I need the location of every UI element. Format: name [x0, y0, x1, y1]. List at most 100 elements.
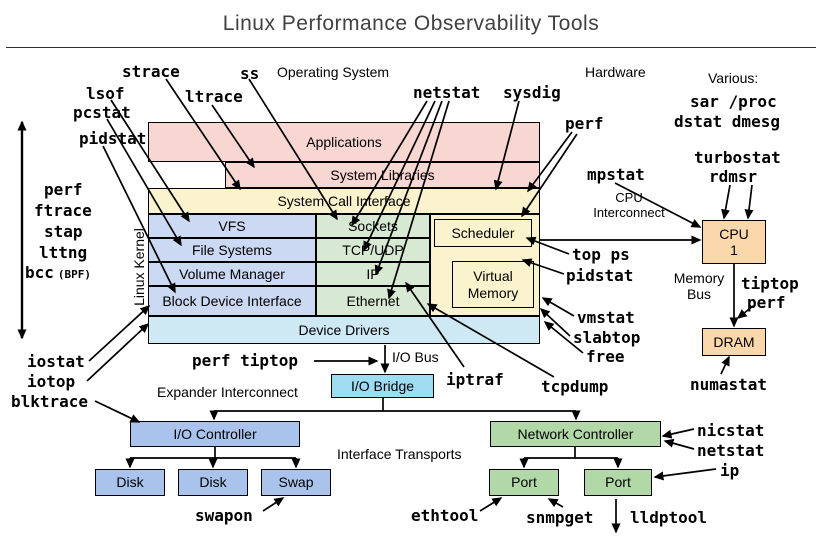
- tool-stap: stap: [44, 222, 83, 241]
- device-drivers-box: Device Drivers: [148, 316, 540, 344]
- tool-pidstat-top: pidstat: [79, 129, 147, 148]
- tool-ethtool: ethtool: [411, 506, 479, 525]
- cpu-interconnect-label: CPU Interconnect: [569, 190, 689, 220]
- virtual-memory-label-line1: Virtual: [473, 268, 513, 285]
- tool-perf-tiptop: perf tiptop: [192, 351, 298, 370]
- arrow-turbostat-cpu: [744, 184, 754, 220]
- arrow-ethtool: [479, 497, 503, 512]
- vfs-box: VFS: [148, 214, 316, 238]
- tool-blktrace: blktrace: [11, 392, 89, 411]
- cpu-box: CPU 1: [702, 220, 766, 264]
- volume-manager-box: Volume Manager: [148, 262, 316, 286]
- arrow-nicstat: [661, 428, 695, 439]
- tool-ftrace: ftrace: [34, 201, 92, 220]
- tool-numastat: numastat: [690, 375, 768, 394]
- various-label: Various:: [708, 70, 759, 86]
- tool-bcc: bcc: [25, 263, 54, 282]
- ethernet-label: Ethernet: [346, 292, 400, 309]
- tool-perf-top: perf: [565, 114, 604, 133]
- system-libraries-box: System Libraries: [225, 162, 540, 188]
- arrow-rdmsr-cpu: [721, 184, 731, 220]
- arrow-vmstat: [541, 297, 575, 317]
- tool-ss: ss: [240, 64, 260, 83]
- tool-bpf-note: (BPF): [57, 268, 92, 281]
- operating-system-label: Operating System: [277, 64, 390, 80]
- vfs-label: VFS: [218, 217, 246, 234]
- tool-iotop: iotop: [27, 372, 76, 391]
- ip-box: IP: [316, 262, 430, 286]
- file-systems-label: File Systems: [191, 241, 273, 258]
- cpu-interconnect-line2: Interconnect: [593, 205, 665, 220]
- expander-interconnect-label: Expander Interconnect: [157, 384, 298, 400]
- block-device-interface-box: Block Device Interface: [148, 286, 316, 316]
- network-controller-box: Network Controller: [490, 421, 661, 447]
- swap-label: Swap: [278, 474, 314, 491]
- io-bus-label: I/O Bus: [392, 349, 439, 365]
- system-call-interface-box: System Call Interface: [148, 188, 540, 214]
- tool-iostat: iostat: [27, 352, 85, 371]
- system-call-interface-label: System Call Interface: [277, 192, 411, 209]
- tool-sysdig: sysdig: [503, 83, 561, 102]
- port2-box: Port: [584, 469, 652, 496]
- dram-label: DRAM: [713, 333, 755, 350]
- tool-strace: strace: [122, 62, 180, 81]
- tool-top-ps: top ps: [572, 245, 630, 264]
- memory-bus-label: Memory Bus: [660, 270, 738, 302]
- tool-slabtop: slabtop: [573, 328, 641, 347]
- block-device-interface-label: Block Device Interface: [162, 292, 302, 309]
- tool-mpstat: mpstat: [587, 165, 645, 184]
- interface-transports-label: Interface Transports: [337, 446, 462, 462]
- tool-nicstat: nicstat: [697, 421, 765, 440]
- cpu-label-line2: 1: [730, 242, 738, 258]
- arrow-swapon: [262, 497, 285, 512]
- tool-swapon: swapon: [195, 506, 253, 525]
- arrow-netstat-right: [663, 438, 695, 450]
- applications-label: Applications: [306, 133, 382, 150]
- port1-label: Port: [511, 474, 537, 491]
- disk2-box: Disk: [178, 469, 248, 496]
- tool-ltrace: ltrace: [185, 87, 243, 106]
- cpu-interconnect-line1: CPU: [615, 190, 643, 205]
- io-controller-label: I/O Controller: [173, 425, 257, 442]
- tcp-udp-label: TCP/UDP: [342, 241, 404, 258]
- virtual-memory-box: Virtual Memory: [452, 261, 534, 308]
- applications-box: Applications: [148, 122, 540, 162]
- io-bridge-label: I/O Bridge: [350, 377, 415, 394]
- tool-lttng: lttng: [39, 243, 88, 262]
- device-drivers-label: Device Drivers: [298, 321, 390, 338]
- tool-perf-stack: perf: [44, 180, 83, 199]
- tool-iptraf: iptraf: [446, 370, 504, 389]
- arrow-numastat: [720, 355, 730, 375]
- cpu-label-line1: CPU: [719, 225, 749, 242]
- tool-netstat-top: netstat: [413, 83, 481, 102]
- sockets-label: Sockets: [348, 217, 398, 234]
- io-bridge-box: I/O Bridge: [331, 374, 434, 398]
- arrow-ip: [653, 468, 717, 481]
- tool-ip: ip: [720, 461, 740, 480]
- tool-snmpget: snmpget: [526, 508, 594, 527]
- scheduler-box: Scheduler: [434, 219, 532, 247]
- tool-lsof: lsof: [86, 84, 125, 103]
- arrow-iotop: [86, 322, 150, 382]
- memory-bus-line1: Memory: [673, 270, 725, 286]
- tool-rdmsr: rdmsr: [709, 167, 758, 186]
- arrow-blktrace: [94, 400, 141, 423]
- tool-dstat-dmesg: dstat dmesg: [674, 112, 780, 131]
- tool-perf-mem: perf: [747, 293, 786, 312]
- tool-free: free: [586, 347, 625, 366]
- memory-bus-line2: Bus: [686, 286, 712, 302]
- tool-tiptop: tiptop: [741, 274, 799, 293]
- disk1-label: Disk: [116, 474, 144, 491]
- arrow-slabtop: [539, 307, 571, 337]
- sockets-box: Sockets: [316, 214, 430, 238]
- tool-sar-proc: sar /proc: [690, 92, 777, 111]
- tool-tcpdump: tcpdump: [541, 377, 609, 396]
- tool-pcstat: pcstat: [73, 103, 131, 122]
- scheduler-label: Scheduler: [451, 224, 515, 241]
- tool-netstat-right: netstat: [697, 441, 765, 460]
- volume-manager-label: Volume Manager: [179, 265, 285, 282]
- arrow-snmpget: [547, 498, 564, 508]
- tool-lldptool: lldptool: [630, 508, 708, 527]
- tcp-udp-box: TCP/UDP: [316, 238, 430, 262]
